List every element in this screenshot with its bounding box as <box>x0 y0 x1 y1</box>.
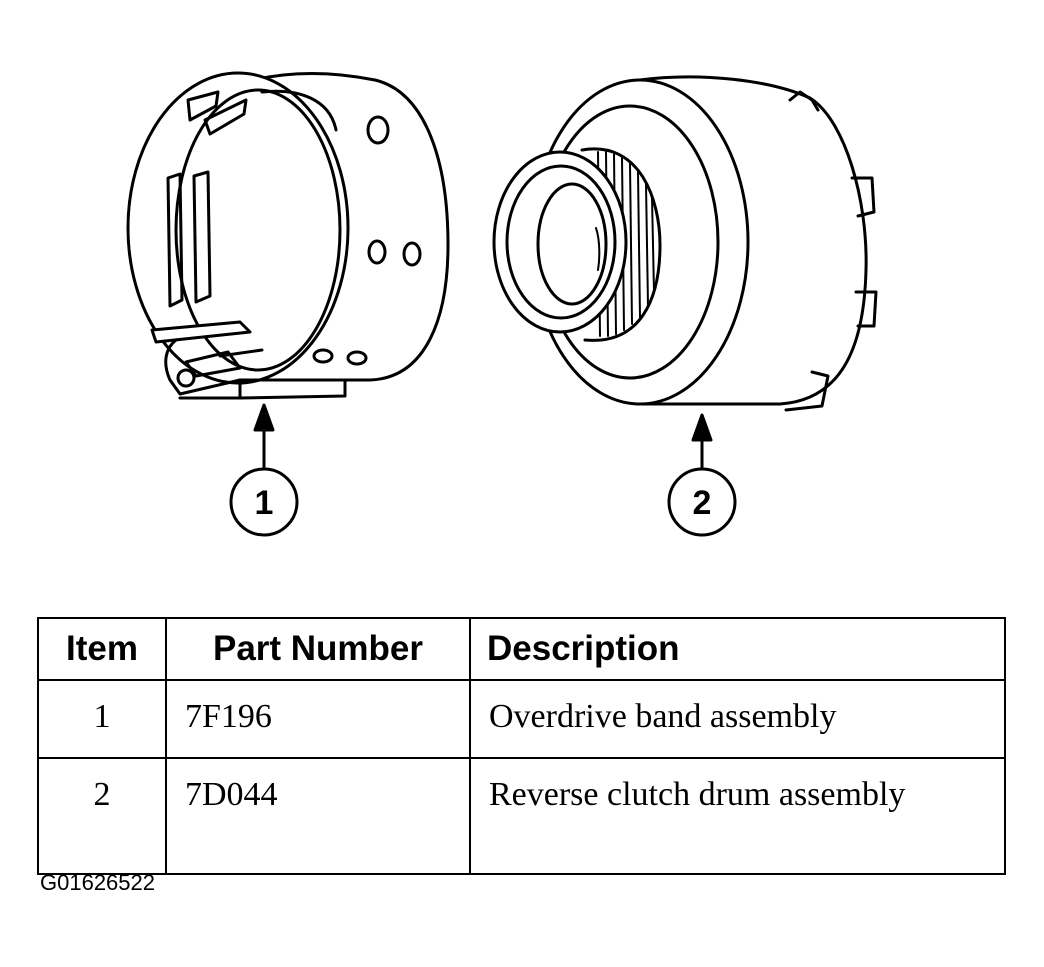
parts-illustration: 1 2 <box>126 71 878 537</box>
header-part-number: Part Number <box>165 617 471 681</box>
cell-item: 1 <box>37 679 167 759</box>
cell-part-number: 7F196 <box>165 679 471 759</box>
table-header-row: Item Part Number Description <box>37 617 1006 681</box>
table-row: 2 7D044 Reverse clutch drum assembly <box>37 757 1006 875</box>
cell-description: Reverse clutch drum assembly <box>469 757 1006 875</box>
overdrive-band-drawing <box>126 71 450 537</box>
header-item: Item <box>37 617 167 681</box>
cell-item: 2 <box>37 757 167 875</box>
cell-part-number: 7D044 <box>165 757 471 875</box>
parts-table: Item Part Number Description 1 7F196 Ove… <box>37 617 1006 875</box>
callout-2-label: 2 <box>693 484 712 522</box>
figure-id: G01626522 <box>40 870 155 895</box>
callout-1-label: 1 <box>255 484 274 522</box>
header-description: Description <box>469 617 1006 681</box>
cell-description: Overdrive band assembly <box>469 679 1006 759</box>
table-row: 1 7F196 Overdrive band assembly <box>37 679 1006 759</box>
reverse-clutch-drum-drawing <box>492 75 878 537</box>
